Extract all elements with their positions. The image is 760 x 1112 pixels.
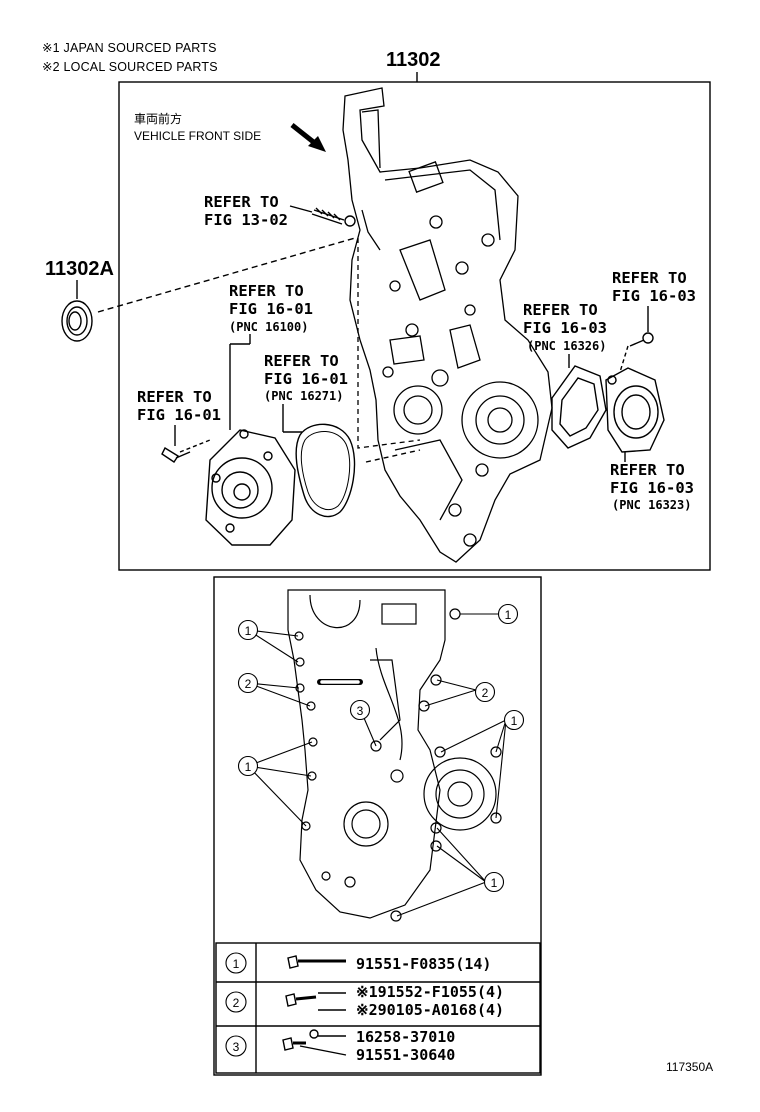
legend-marker-number: 2 xyxy=(233,996,240,1010)
callout-housing-line1[interactable]: REFER TO xyxy=(610,461,685,479)
legend-bolt-icon-1 xyxy=(287,955,346,969)
callout-gasket-pnc: (PNC 16271) xyxy=(264,389,344,403)
legend-row2-part-b[interactable]: ※290105-A0168(4) xyxy=(356,1001,505,1019)
callout-inlet-bolt-line2[interactable]: FIG 16-03 xyxy=(612,287,696,305)
marker-3-circle xyxy=(349,699,371,721)
legend-row3-part-b[interactable]: 91551-30640 xyxy=(356,1046,456,1064)
legend-marker-2 xyxy=(225,991,247,1013)
water-inlet-housing-icon xyxy=(605,367,665,453)
front-side-label-en: VEHICLE FRONT SIDE xyxy=(134,129,262,143)
legend-marker-number: 3 xyxy=(233,1040,240,1054)
callout-inlet-gasket-line1[interactable]: REFER TO xyxy=(523,301,598,319)
legend-marker-number: 1 xyxy=(233,957,240,971)
marker-number: 3 xyxy=(357,704,364,718)
callout-inlet-gasket-line2[interactable]: FIG 16-03 xyxy=(523,319,607,337)
legend-marker-1 xyxy=(225,952,247,974)
bolt-location-illustration xyxy=(287,589,502,922)
legend-marker-3 xyxy=(225,1035,247,1057)
callout-pump-pnc: (PNC 16100) xyxy=(229,320,309,334)
marker-number: 1 xyxy=(511,714,518,728)
callout-gasket-line2[interactable]: FIG 16-01 xyxy=(264,370,348,388)
callout-pump-line1[interactable]: REFER TO xyxy=(229,282,304,300)
callout-bolt-line1[interactable]: REFER TO xyxy=(137,388,212,406)
marker-2-circle xyxy=(237,672,259,694)
legend-row1-part[interactable]: 91551-F0835(14) xyxy=(356,955,492,973)
oil-seal-icon xyxy=(61,300,93,342)
marker-number: 1 xyxy=(245,624,252,638)
pump-gasket-icon xyxy=(295,423,356,518)
stud-bolt-icon xyxy=(311,207,356,227)
front-side-label-jp: 車両前方 xyxy=(134,112,183,126)
callout-fig-13-02-line1[interactable]: REFER TO xyxy=(204,193,279,211)
vehicle-front-arrow-icon xyxy=(290,123,326,152)
illustration-id: 117350A xyxy=(666,1060,714,1074)
legend-table xyxy=(215,942,541,1074)
marker-1-circle xyxy=(237,755,259,777)
marker-1-circle xyxy=(503,709,525,731)
marker-1-circle xyxy=(497,603,519,625)
inlet-bolt-icon xyxy=(629,332,654,347)
seal-part-number[interactable]: 11302A xyxy=(45,258,114,280)
main-part-number[interactable]: 11302 xyxy=(386,49,441,71)
callout-bolt-line2[interactable]: FIG 16-01 xyxy=(137,406,221,424)
marker-1-circle xyxy=(237,619,259,641)
legend-row3-part-a[interactable]: 16258-37010 xyxy=(356,1028,456,1046)
legend-row2-part-a[interactable]: ※191552-F1055(4) xyxy=(356,983,505,1001)
marker-number: 1 xyxy=(245,760,252,774)
marker-number: 2 xyxy=(482,686,489,700)
lower-frame xyxy=(213,576,542,1076)
marker-leader-lines xyxy=(247,613,507,917)
timing-chain-cover-illustration xyxy=(342,87,553,563)
pump-bolt-icon xyxy=(161,447,191,463)
inlet-gasket-icon xyxy=(551,365,607,449)
callout-housing-line2[interactable]: FIG 16-03 xyxy=(610,479,694,497)
callout-fig-13-02-line2[interactable]: FIG 13-02 xyxy=(204,211,288,229)
note-japan-sourced: ※1 JAPAN SOURCED PARTS xyxy=(42,41,217,55)
marker-1-circle xyxy=(483,871,505,893)
marker-number: 2 xyxy=(245,677,252,691)
callout-housing-pnc: (PNC 16323) xyxy=(612,498,692,512)
legend-bolt-icon-2 xyxy=(285,992,346,1011)
marker-number: 1 xyxy=(505,608,512,622)
callout-gasket-line1[interactable]: REFER TO xyxy=(264,352,339,370)
upper-frame xyxy=(118,81,711,571)
callout-inlet-bolt-line1[interactable]: REFER TO xyxy=(612,269,687,287)
callout-inlet-gasket-pnc: (PNC 16326) xyxy=(527,339,607,353)
water-pump-icon xyxy=(205,429,296,546)
note-local-sourced: ※2 LOCAL SOURCED PARTS xyxy=(42,60,218,74)
legend-bolt-icon-3 xyxy=(282,1029,347,1056)
marker-2-circle xyxy=(474,681,496,703)
callout-pump-line2[interactable]: FIG 16-01 xyxy=(229,300,313,318)
marker-number: 1 xyxy=(491,876,498,890)
